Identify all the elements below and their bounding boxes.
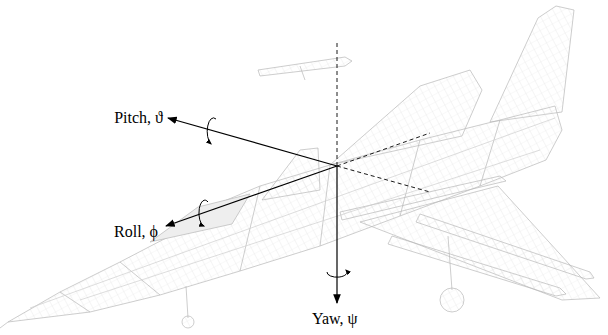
aircraft-wireframe — [0, 6, 600, 328]
axis-label: Yaw, ψ — [312, 309, 358, 329]
axis-label: Roll, ϕ — [114, 222, 158, 242]
body-axes — [166, 42, 430, 303]
axis-label: Pitch, ϑ — [114, 108, 163, 128]
